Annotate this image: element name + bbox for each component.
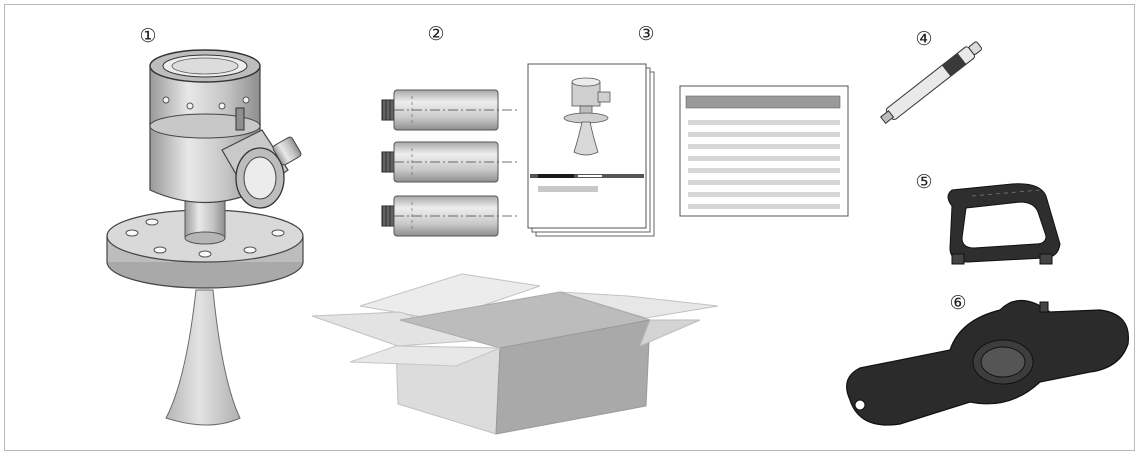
documentation-set [527,63,849,237]
cable-gland-1 [381,89,520,131]
cable-glands-set [381,89,520,237]
callout-1: ① [139,25,157,47]
figure-frame [4,4,1135,451]
open-cardboard-box [311,273,719,435]
cable-gland-3 [381,195,520,237]
carrying-handle [947,183,1061,265]
callout-6: ⑥ [949,292,967,314]
quick-start-booklet [527,63,655,237]
callout-3: ③ [637,23,655,45]
housing-wrench [846,299,1130,426]
radar-transmitter-device [106,49,304,426]
document-sheet [679,85,849,217]
marker-pen [879,41,983,125]
cable-gland-2 [381,141,520,183]
callout-5: ⑤ [915,171,933,193]
callout-2: ② [427,23,445,45]
callout-4: ④ [915,28,933,50]
